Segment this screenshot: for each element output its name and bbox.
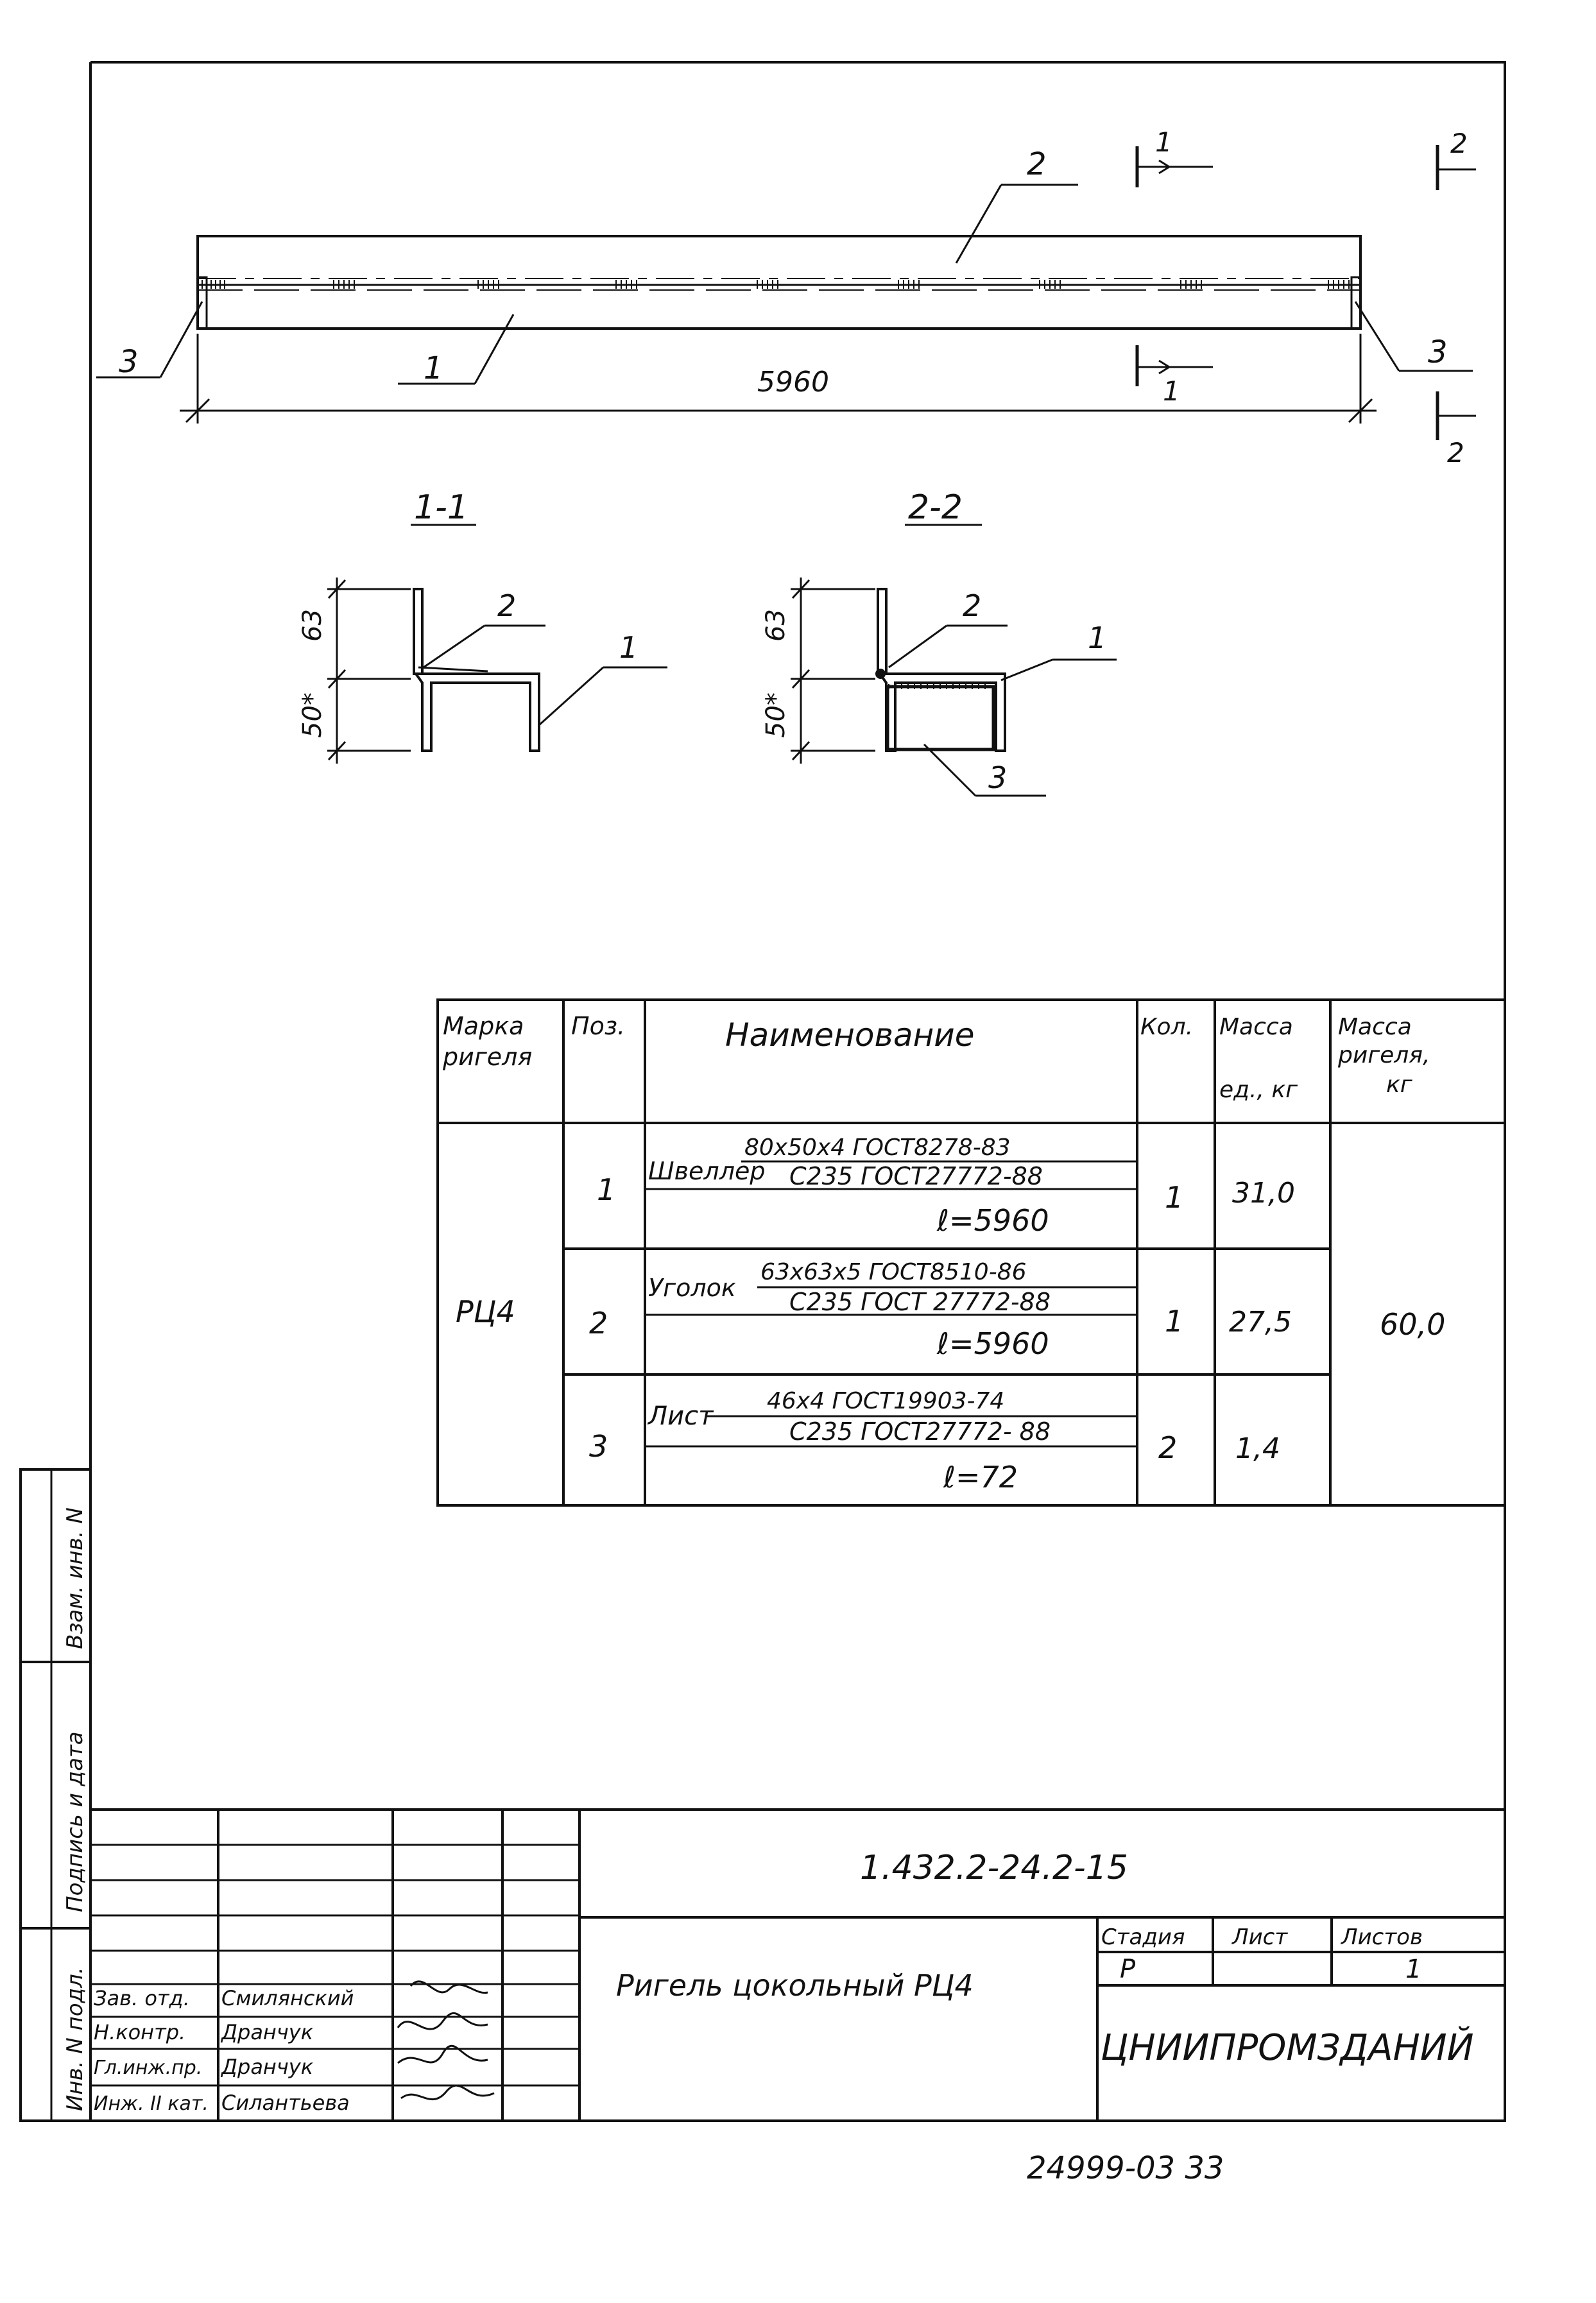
length-dimension xyxy=(180,334,1377,424)
handwritten-signatures xyxy=(397,1980,495,2101)
row2-mass: 27,5 xyxy=(1229,1306,1292,1339)
row3-spec-bottom: С235 ГОСТ27772- 88 xyxy=(789,1417,1051,1446)
sec1-pos-2: 2 xyxy=(497,588,516,623)
section-mark-1-top: 1 xyxy=(1155,126,1172,158)
stage-value: Р xyxy=(1120,1955,1136,1984)
sheet-frame xyxy=(89,61,1506,2122)
footer-code: 24999-03 33 xyxy=(1027,2150,1224,2186)
sig-name-3: Дранчук xyxy=(220,2055,314,2079)
section-mark-1-bottom: 1 xyxy=(1163,375,1180,407)
side-stamp-grid xyxy=(19,1468,92,2122)
pos-label-3-right: 3 xyxy=(1428,334,1448,370)
sig-role-4: Инж. II кат. xyxy=(94,2093,209,2115)
row2-spec-top: 63х63х5 ГОСТ8510-86 xyxy=(760,1259,1027,1285)
title-block-grid xyxy=(90,1808,1505,2121)
row1-spec-bottom: С235 ГОСТ27772-88 xyxy=(789,1162,1043,1190)
hdr-mark-line2: ригеля xyxy=(442,1043,532,1071)
section-mark-2-top: 2 xyxy=(1450,128,1468,159)
sec2-pos-2: 2 xyxy=(963,588,981,623)
organization: ЦНИИПРОМЗДАНИЙ xyxy=(1101,2027,1474,2069)
sec1-pos-1: 1 xyxy=(619,630,638,665)
sec1-dim-50: 50* xyxy=(298,692,327,738)
pos-label-3-left: 3 xyxy=(119,344,139,380)
side-inv: Инв. N подл. xyxy=(62,1967,88,2111)
row2-length: ℓ=5960 xyxy=(936,1326,1049,1361)
row2-spec-bottom: С235 ГОСТ 27772-88 xyxy=(789,1288,1051,1316)
sec2-dim-63: 63 xyxy=(761,609,791,642)
section-1-1-title: 1-1 xyxy=(414,488,468,527)
section-cut-2 xyxy=(1436,145,1476,440)
row1-mass: 31,0 xyxy=(1232,1177,1295,1210)
sheets-label: Листов xyxy=(1340,1924,1423,1950)
row3-pos: 3 xyxy=(589,1429,608,1464)
sheets-value: 1 xyxy=(1405,1955,1421,1984)
row1-item: Швеллер xyxy=(648,1157,766,1185)
row1-length: ℓ=5960 xyxy=(936,1203,1049,1238)
row2-item: Уголок xyxy=(648,1274,736,1302)
section-2-2-view xyxy=(791,578,1117,797)
beam-elevation xyxy=(196,235,1362,330)
row3-length: ℓ=72 xyxy=(943,1460,1018,1494)
row2-qty: 1 xyxy=(1165,1304,1183,1339)
cell-mass-total: 60,0 xyxy=(1380,1307,1445,1342)
spec-table-grid xyxy=(436,998,1506,1507)
hdr-mass-unit-2: ед., кг xyxy=(1219,1077,1298,1103)
row1-pos: 1 xyxy=(597,1172,615,1207)
row3-spec-top: 46х4 ГОСТ19903-74 xyxy=(767,1388,1004,1414)
hdr-mass-total-2: ригеля, xyxy=(1337,1042,1430,1068)
sec2-pos-1: 1 xyxy=(1088,621,1106,655)
sec1-dim-63: 63 xyxy=(298,609,327,642)
doc-code: 1.432.2-24.2-15 xyxy=(860,1849,1128,1887)
row2-pos: 2 xyxy=(589,1306,608,1340)
sig-name-4: Силантьева xyxy=(221,2091,350,2115)
drawing-title: Ригель цокольный РЦ4 xyxy=(616,1968,974,2003)
stage-label: Стадия xyxy=(1101,1924,1185,1950)
section-1-1-view xyxy=(327,578,667,764)
hdr-qty: Кол. xyxy=(1140,1014,1193,1040)
cell-mark: РЦ4 xyxy=(456,1294,515,1329)
sig-role-3: Гл.инж.пр. xyxy=(94,2057,202,2079)
hdr-name: Наименование xyxy=(725,1016,975,1054)
hdr-mass-unit-1: Масса xyxy=(1219,1014,1293,1040)
pos-label-2-elevation: 2 xyxy=(1027,146,1047,182)
hdr-mark-line1: Марка xyxy=(443,1012,524,1040)
row3-item: Лист xyxy=(647,1401,714,1431)
hdr-mass-total-3: кг xyxy=(1386,1072,1413,1098)
sec2-pos-3: 3 xyxy=(988,760,1007,795)
section-2-2-title: 2-2 xyxy=(908,488,963,527)
hdr-mass-total-1: Масса xyxy=(1338,1014,1412,1040)
sig-role-2: Н.контр. xyxy=(94,2020,185,2044)
section-mark-2-bottom: 2 xyxy=(1447,437,1464,468)
length-dimension-label: 5960 xyxy=(757,366,829,398)
row3-qty: 2 xyxy=(1158,1430,1177,1465)
hdr-pos: Поз. xyxy=(571,1012,625,1040)
row1-qty: 1 xyxy=(1165,1180,1183,1215)
sig-name-1: Смилянский xyxy=(221,1986,354,2010)
row1-spec-top: 80х50х4 ГОСТ8278-83 xyxy=(744,1134,1011,1161)
sig-role-1: Зав. отд. xyxy=(94,1986,190,2010)
side-repl: Взам. инв. N xyxy=(62,1507,88,1649)
elevation-leaders xyxy=(96,184,1473,385)
section-cut-1 xyxy=(1135,146,1213,386)
row3-mass: 1,4 xyxy=(1235,1432,1280,1465)
sec2-dim-50: 50* xyxy=(761,692,791,738)
pos-label-1-elevation: 1 xyxy=(424,350,443,386)
sig-name-2: Дранчук xyxy=(220,2020,314,2044)
side-sign: Подпись и дата xyxy=(62,1731,88,1912)
sheet-label: Лист xyxy=(1231,1924,1288,1950)
